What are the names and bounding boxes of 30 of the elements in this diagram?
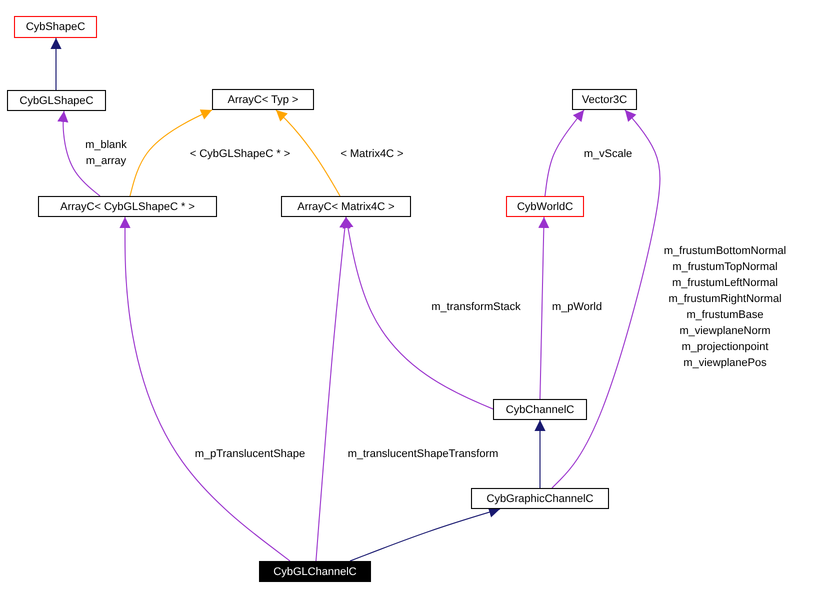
class-box: ArrayC< Matrix4C > xyxy=(281,196,411,217)
edge-label: m_translucentShapeTransform xyxy=(346,446,500,462)
class-box: CybGLChannelC xyxy=(259,561,371,582)
edge-label: m_transformStack xyxy=(430,299,522,315)
arrow xyxy=(342,216,494,410)
edge-label: m_blank m_array xyxy=(84,137,128,169)
edge-label: m_frustumBottomNormal m_frustumTopNormal m_frustumLeftNormal m_frustumRightNormal m_frustumBase m_viewplaneNorm m_projectionpoint m_viewplanePos xyxy=(662,243,788,371)
arrow xyxy=(538,216,550,400)
class-box: Vector3C xyxy=(572,89,637,110)
edge-label: < CybGLShapeC * > xyxy=(188,146,292,162)
arrow xyxy=(276,110,340,196)
arrow xyxy=(50,38,62,90)
arrow xyxy=(544,110,584,196)
arrow xyxy=(316,216,350,562)
class-box: CybGLShapeC xyxy=(7,90,106,111)
arrow xyxy=(120,216,290,562)
class-box: ArrayC< Typ > xyxy=(212,89,314,110)
class-box: CybShapeC xyxy=(14,16,97,38)
arrow xyxy=(130,109,212,196)
arrow xyxy=(57,110,100,196)
class-box: CybGraphicChannelC xyxy=(471,488,609,509)
edge-label: m_pTranslucentShape xyxy=(194,446,306,462)
class-box: CybWorldC xyxy=(506,196,584,217)
arrow xyxy=(350,506,500,562)
arrow xyxy=(552,110,660,488)
class-box: ArrayC< CybGLShapeC * > xyxy=(38,196,217,217)
edge-label: m_pWorld xyxy=(551,299,603,315)
edge-label: m_vScale xyxy=(582,146,634,162)
arrow xyxy=(534,420,546,488)
class-box: CybChannelC xyxy=(493,399,587,420)
